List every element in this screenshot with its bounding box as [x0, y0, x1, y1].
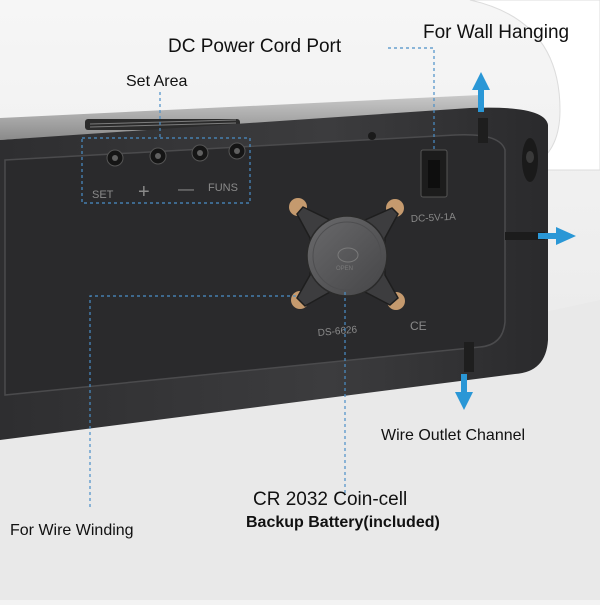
model-text: DS-6626 — [317, 325, 358, 339]
dc-port — [420, 149, 448, 198]
dc-power-cord-port-label: DC Power Cord Port — [168, 36, 342, 57]
wire-winding-label: For Wire Winding — [10, 522, 134, 539]
button-hole-icon — [149, 147, 167, 165]
battery-label-line1: CR 2032 Coin-cell — [253, 489, 408, 510]
button-hole-icon — [228, 142, 246, 160]
wall-hanging-label: For Wall Hanging — [423, 22, 570, 43]
battery-label-line2: Backup Battery(included) — [246, 514, 440, 531]
minus-marking: — — [178, 181, 194, 198]
recessed-panel — [4, 134, 506, 396]
set-area-box — [81, 137, 251, 204]
screw-hole — [368, 132, 376, 140]
arrow-icon — [538, 227, 576, 245]
funs-marking: FUNS — [208, 182, 238, 194]
battery-cover-icon: OPEN — [289, 198, 405, 310]
arrow-icon — [455, 374, 473, 410]
dc-rating-text: DC-5V-1A — [411, 212, 457, 225]
svg-text:OPEN: OPEN — [336, 266, 353, 272]
wall-hanging-slot — [522, 138, 538, 182]
set-marking: SET — [92, 189, 114, 201]
button-hole-icon — [106, 149, 124, 167]
set-buttons — [106, 142, 246, 167]
wire-outlet-channel-label: Wire Outlet Channel — [381, 427, 526, 444]
button-hole-icon — [191, 144, 209, 162]
callout-lines — [89, 47, 435, 510]
set-area-label: Set Area — [126, 73, 188, 90]
arrow-icon — [472, 72, 490, 112]
plus-marking: + — [138, 181, 150, 203]
ce-mark: CE — [410, 319, 427, 333]
